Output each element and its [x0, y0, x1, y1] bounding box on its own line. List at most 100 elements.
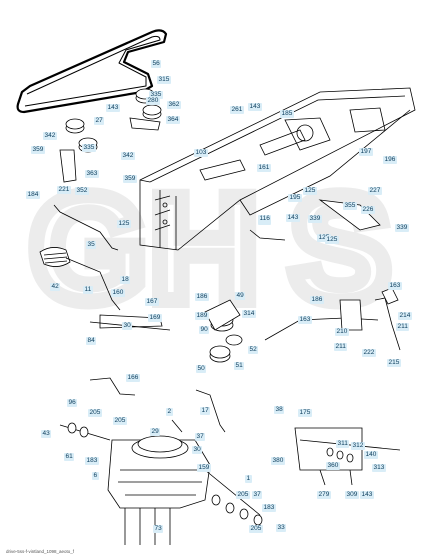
part-callout-214: 214: [398, 312, 412, 320]
part-callout-38: 38: [274, 406, 285, 414]
part-callout-143: 143: [106, 104, 120, 112]
part-callout-29: 29: [150, 428, 161, 436]
part-callout-197: 197: [359, 148, 373, 156]
part-callout-362: 362: [167, 101, 181, 109]
part-callout-205: 205: [88, 409, 102, 417]
part-callout-90: 90: [199, 326, 210, 334]
part-callout-163: 163: [388, 282, 402, 290]
part-callout-18: 18: [120, 276, 131, 284]
part-callout-205: 205: [113, 417, 127, 425]
part-callout-143: 143: [248, 103, 262, 111]
part-callout-84: 84: [86, 337, 97, 345]
transmission-assembly: [59, 377, 263, 545]
part-callout-342: 342: [121, 152, 135, 160]
part-callout-183: 183: [262, 504, 276, 512]
part-callout-51: 51: [234, 362, 245, 370]
part-callout-37: 37: [195, 433, 206, 441]
part-callout-314: 314: [242, 310, 256, 318]
part-callout-160: 160: [111, 289, 125, 297]
part-callout-50: 50: [196, 365, 207, 373]
part-callout-27: 27: [94, 117, 105, 125]
part-callout-1: 1: [245, 475, 252, 483]
part-callout-364: 364: [166, 116, 180, 124]
part-callout-335: 335: [149, 91, 163, 99]
part-callout-125: 125: [325, 236, 339, 244]
part-callout-175: 175: [298, 409, 312, 417]
part-callout-352: 352: [75, 187, 89, 195]
part-callout-312: 312: [351, 442, 365, 450]
part-callout-309: 309: [345, 491, 359, 499]
part-callout-30: 30: [122, 322, 133, 330]
part-callout-6: 6: [92, 472, 99, 480]
part-callout-335: 335: [82, 144, 96, 152]
part-callout-279: 279: [317, 491, 331, 499]
part-callout-143: 143: [286, 214, 300, 222]
part-callout-140: 140: [364, 451, 378, 459]
part-callout-210: 210: [335, 328, 349, 336]
part-callout-280: 280: [146, 97, 160, 105]
part-callout-43: 43: [41, 430, 52, 438]
part-callout-339: 339: [395, 224, 409, 232]
part-callout-2: 2: [166, 408, 173, 416]
part-callout-360: 360: [326, 462, 340, 470]
part-callout-185: 185: [280, 110, 294, 118]
part-callout-163: 163: [298, 316, 312, 324]
part-callout-227: 227: [368, 187, 382, 195]
part-callout-35: 35: [86, 241, 97, 249]
svg-text:H: H: [150, 164, 258, 332]
part-callout-359: 359: [123, 175, 137, 183]
part-callout-96: 96: [67, 399, 78, 407]
part-callout-261: 261: [230, 106, 244, 114]
part-callout-167: 167: [145, 298, 159, 306]
part-callout-52: 52: [248, 346, 259, 354]
part-callout-116: 116: [258, 215, 272, 223]
part-callout-339: 339: [308, 215, 322, 223]
part-callout-183: 183: [85, 457, 99, 465]
part-callout-103: 103: [194, 149, 208, 157]
part-callout-61: 61: [64, 453, 75, 461]
part-callout-37: 37: [252, 491, 263, 499]
clutch-pulley-assembly: [204, 299, 243, 363]
part-callout-166: 166: [126, 374, 140, 382]
part-callout-195: 195: [288, 194, 302, 202]
part-callout-49: 49: [235, 292, 246, 300]
part-callout-161: 161: [257, 164, 271, 172]
part-callout-211: 211: [334, 343, 348, 351]
part-callout-226: 226: [361, 206, 375, 214]
part-callout-73: 73: [153, 525, 164, 533]
part-callout-313: 313: [372, 464, 386, 472]
drive-belt: [16, 29, 168, 114]
part-callout-205: 205: [249, 525, 263, 533]
part-callout-17: 17: [200, 407, 211, 415]
part-callout-11: 11: [83, 286, 93, 294]
part-callout-342: 342: [43, 132, 57, 140]
part-callout-359: 359: [31, 146, 45, 154]
part-callout-363: 363: [85, 170, 99, 178]
part-callout-315: 315: [157, 76, 171, 84]
part-callout-380: 380: [271, 457, 285, 465]
part-callout-205: 205: [236, 491, 250, 499]
part-callout-196: 196: [383, 156, 397, 164]
watermark-logo: G H S: [22, 156, 398, 340]
part-callout-56: 56: [151, 60, 162, 68]
part-callout-125: 125: [303, 187, 317, 195]
brake-rod-assembly: [294, 427, 401, 486]
part-callout-355: 355: [343, 202, 357, 210]
part-callout-125: 125: [117, 220, 131, 228]
part-callout-184: 184: [26, 191, 40, 199]
part-callout-143: 143: [360, 491, 374, 499]
part-callout-189: 189: [195, 312, 209, 320]
svg-text:S: S: [290, 164, 390, 332]
part-callout-169: 169: [148, 314, 162, 322]
part-callout-30: 30: [192, 446, 203, 454]
part-callout-222: 222: [362, 349, 376, 357]
part-callout-221: 221: [57, 186, 71, 194]
part-callout-159: 159: [197, 464, 211, 472]
part-callout-215: 215: [387, 359, 401, 367]
part-callout-33: 33: [276, 524, 287, 532]
diagram-footer-code: drive-5ss-f-vintland_1098_aeoto_f: [6, 549, 75, 554]
part-callout-42: 42: [50, 283, 61, 291]
part-callout-186: 186: [310, 296, 324, 304]
